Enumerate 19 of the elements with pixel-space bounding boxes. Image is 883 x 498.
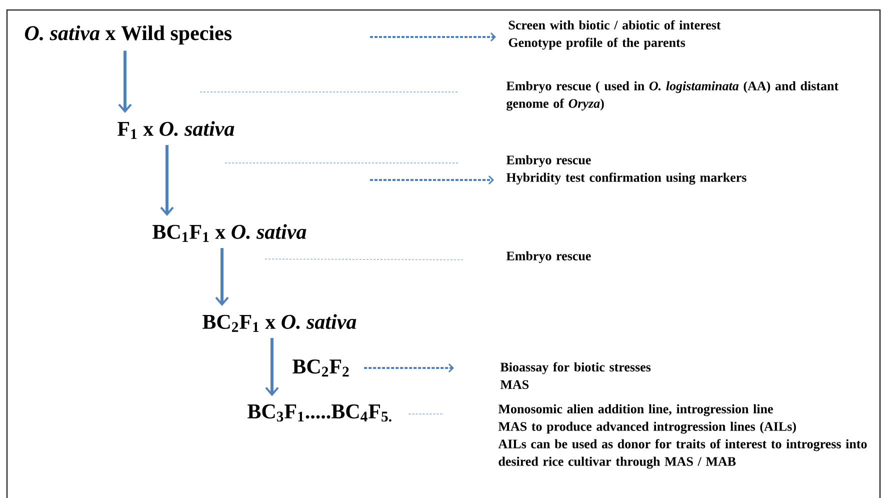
arrow [118,50,132,113]
arrow [370,175,494,185]
note-text: Embryo rescue Hybridity test confirmation using markers [506,155,746,185]
generation-label: BC$_{1}$F$_{1}$ x O. sativa [152,224,306,242]
arrow [160,145,174,216]
generation-label: BC$_{3}$F$_{1}$.....BC$_{4}$F$_{5.}$ [248,404,392,422]
arrow [265,338,279,396]
arrow [364,363,454,373]
arrow [370,32,496,42]
note-text: Embryo rescue ( used in O. logistaminata (AA) and distant genome of Oryza) [506,81,838,111]
note-text: Monosomic alien addition line, introgression line MAS to produce advanced introgression lines (AILs) AILs can be used as donor for traits of interest to introgress into desired rice cultivar through MAS / MAB [498,404,867,469]
note-text: Embryo rescue [506,251,591,264]
generation-label: O. sativa x Wild species [24,25,232,45]
generation-label: BC$_{2}$F$_{2}$ [292,360,349,376]
generation-label: F$_{1}$ x O. sativa [118,121,234,139]
note-text: Bioassay for biotic stresses MAS [500,362,651,389]
generation-label: BC$_{2}$F$_{1}$ x O. sativa [202,314,356,332]
arrow [215,248,229,306]
note-text: Screen with biotic / abiotic of interest Genotype profile of the parents [508,20,721,50]
